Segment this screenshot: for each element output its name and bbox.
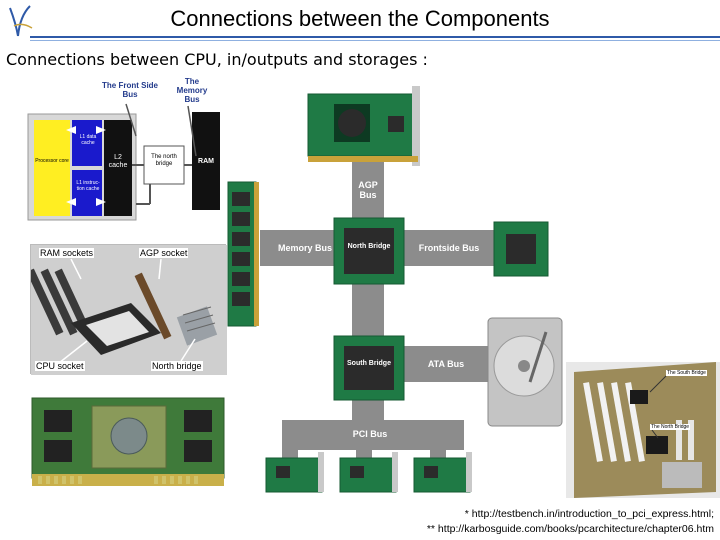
motherboard-photo: RAM sockets AGP socket CPU socket North …: [30, 244, 227, 375]
north-bridge-label: North Bridge: [347, 243, 391, 250]
cache-north-bridge-label: The north bridge: [151, 154, 177, 167]
memory-bus-label: The Memory Bus: [176, 77, 208, 104]
l2-cache-label: L2 cache: [108, 154, 128, 169]
ram-block: [192, 112, 220, 210]
page-subtitle: Connections between CPU, in/outputs and …: [6, 50, 428, 69]
bus-diagram: AGP Bus Memory Bus North Bridge Frontsid…: [226, 82, 566, 498]
agp-bus-label: AGP Bus: [358, 180, 378, 200]
frontside-bus-label: Frontside Bus: [418, 243, 480, 253]
front-side-bus-label: The Front Side Bus: [102, 81, 158, 99]
l1-instruction-cache-label: L1 instruc-tion cache: [76, 180, 100, 192]
frontside-bus-bar: [402, 230, 494, 266]
cache-diagram-graphic: [27, 103, 220, 221]
footnote-2: ** http://karbosguide.com/books/pcarchit…: [426, 523, 714, 535]
south-bridge-label: South Bridge: [347, 360, 391, 367]
processor-core-block: [34, 120, 70, 216]
south-link-bar: [352, 278, 384, 336]
l2-cache-block: [104, 120, 132, 216]
motherboard-photo-graphic: [31, 245, 227, 375]
pci-card: [413, 452, 472, 493]
cpu-socket-label: CPU socket: [35, 361, 85, 371]
page-title: Connections between the Components: [170, 6, 550, 31]
footnote-1: * http://testbench.in/introduction_to_pc…: [464, 508, 714, 520]
agp-socket-label: AGP socket: [139, 248, 189, 258]
ata-bus-label: ATA Bus: [427, 359, 465, 369]
agp-bus-bar: [352, 158, 384, 218]
ram-sockets-label: RAM sockets: [39, 248, 95, 258]
ram-label: RAM: [198, 158, 214, 165]
bus-diagram-graphic: [227, 86, 563, 493]
pci-bus-label: PCI Bus: [352, 429, 388, 439]
pci-bus-bar: [282, 420, 464, 450]
l1-data-cache-label: L1 data cache: [79, 134, 97, 146]
south-bridge-photo-label: The South Bridge: [666, 370, 707, 376]
cache-diagram: The Front Side Bus The Memory Bus L1 dat…: [26, 76, 226, 222]
ata-bus-bar: [402, 346, 494, 382]
pci-card: [265, 452, 324, 493]
title-rule: [30, 36, 720, 38]
north-bridge-photo-label: North bridge: [151, 361, 203, 371]
cpu-chip: [493, 221, 549, 277]
logo-icon: [9, 5, 33, 37]
processor-module-photo: [30, 394, 226, 492]
memory-bus-label: Memory Bus: [277, 243, 332, 253]
title-rule-thin: [30, 40, 720, 41]
north-bridge-board-label: The North Bridge: [650, 424, 691, 430]
processor-core-label: Processor core: [35, 158, 69, 164]
board-photo: The South Bridge The North Bridge: [566, 362, 720, 498]
processor-module-graphic: [31, 397, 225, 486]
pci-card: [339, 452, 398, 493]
board-photo-graphic: [566, 362, 720, 498]
l1-instruction-cache-block: [72, 170, 102, 216]
